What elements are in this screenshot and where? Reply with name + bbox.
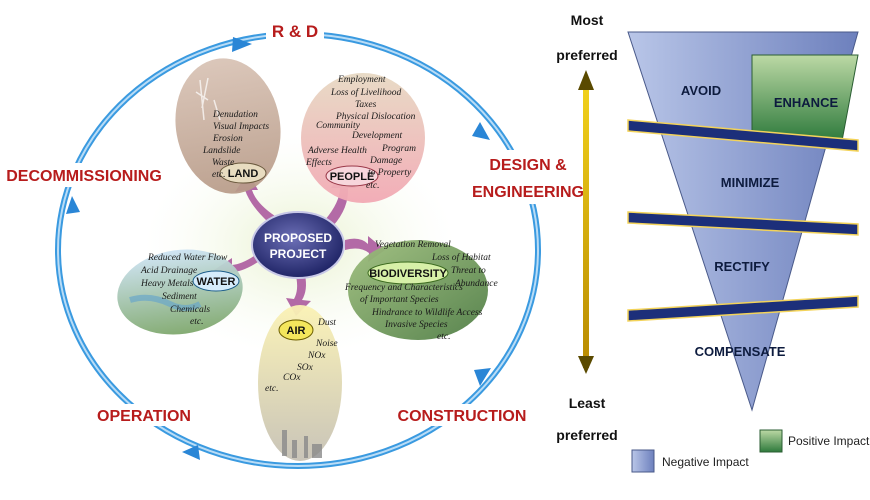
phase-operation: OPERATION xyxy=(97,408,191,425)
legend-negative-swatch xyxy=(631,449,655,473)
people-label-pill xyxy=(325,165,379,187)
phase-bg xyxy=(480,150,576,204)
most-preferred-line2: preferred xyxy=(556,47,617,63)
water-impact: Reduced Water Flow xyxy=(147,253,228,263)
water-label-pill xyxy=(192,270,240,292)
hierarchy-bars xyxy=(627,119,859,322)
land-impact: etc. xyxy=(212,170,225,180)
center-label-line1: PROPOSED xyxy=(264,231,332,245)
legend: Negative Impact Positive Impact xyxy=(631,429,870,473)
biodiversity-impact: Loss of Habitat xyxy=(431,252,491,263)
people-impact: Effects xyxy=(305,157,332,168)
air-impact: SOx xyxy=(297,363,314,373)
biodiversity-impact: Abundance xyxy=(454,279,498,289)
land-impact: Waste xyxy=(212,158,234,168)
water-impact: Heavy Metals xyxy=(140,279,194,289)
people-label: PEOPLE xyxy=(330,171,375,183)
water-impact: Chemicals xyxy=(170,305,210,315)
air-impact: COx xyxy=(283,373,301,383)
air-label-pill xyxy=(278,319,314,341)
water-bubble: WATER Reduced Water Flow Acid Drainage H… xyxy=(117,249,243,335)
people-impact: to Property xyxy=(368,168,412,178)
people-impact: Adverse Health xyxy=(307,146,367,156)
phase-design: DESIGN & xyxy=(489,157,567,174)
cycle-arrow-icon xyxy=(474,368,491,386)
water-label: WATER xyxy=(197,276,236,288)
phase-bg xyxy=(395,404,529,426)
level-minimize: MINIMIZE xyxy=(721,175,780,190)
air-impact: NOx xyxy=(307,351,326,361)
land-impact: Erosion xyxy=(212,134,243,144)
center-label-line2: PROJECT xyxy=(270,247,327,261)
level-avoid: AVOID xyxy=(681,83,721,98)
biodiversity-impact: of Important Species xyxy=(360,294,439,305)
phase-decommissioning: DECOMMISSIONING xyxy=(6,168,162,185)
biodiversity-label: BIODIVERSITY xyxy=(369,268,447,280)
people-impact: Program xyxy=(381,144,416,154)
water-impact: Sediment xyxy=(162,292,197,302)
water-impact: Acid Drainage xyxy=(140,266,197,276)
land-impact: Landslide xyxy=(202,146,240,156)
biodiversity-impact: Vegetation Removal xyxy=(375,240,451,250)
proposed-project-node xyxy=(251,211,345,279)
biodiversity-impact: Frequency and Characteristics xyxy=(344,283,463,293)
phase-bg xyxy=(0,163,170,187)
people-impact: etc. xyxy=(366,181,379,191)
divider-bar xyxy=(627,119,859,152)
legend-negative-label: Negative Impact xyxy=(662,455,749,469)
people-impact: Community xyxy=(316,121,361,131)
people-bubble: PEOPLE Employment Loss of Livelihood Tax… xyxy=(301,73,425,203)
land-label-pill xyxy=(219,162,267,184)
mitigation-hierarchy: Most preferred Least preferred AVOID ENH… xyxy=(556,12,870,473)
air-bubble: AIR Dust Noise NOx SOx COx etc. xyxy=(258,305,342,461)
level-enhance: ENHANCE xyxy=(774,95,839,110)
legend-positive-swatch xyxy=(759,429,783,453)
people-impact: Physical Dislocation xyxy=(335,112,416,122)
factory-icon xyxy=(282,430,322,458)
land-impact: Denudation xyxy=(212,110,258,120)
cycle-arrow-icon xyxy=(232,37,252,52)
biodiversity-bubble: BIODIVERSITY Vegetation Removal Loss of … xyxy=(344,240,498,342)
people-impact: Taxes xyxy=(355,100,377,110)
biodiversity-impact: Threat to xyxy=(451,266,486,276)
cycle-arrow-icon xyxy=(66,196,80,214)
air-impact: Noise xyxy=(315,339,338,349)
least-preferred-line1: Least xyxy=(569,395,606,411)
biodiversity-impact: Hindrance to Wildlife Access xyxy=(371,307,483,318)
people-impact: Development xyxy=(351,131,402,141)
phase-rnd: R & D xyxy=(272,22,318,41)
tree-icon xyxy=(195,77,221,121)
air-label: AIR xyxy=(287,325,306,337)
people-impact: Damage xyxy=(369,156,402,166)
air-impact: etc. xyxy=(265,384,278,394)
land-label: LAND xyxy=(228,168,259,180)
project-cycle: R & D DESIGN & ENGINEERING CONSTRUCTION … xyxy=(0,20,584,469)
divider-bar xyxy=(627,295,859,322)
phase-bg xyxy=(266,20,324,40)
biodiversity-impact: etc. xyxy=(437,332,450,342)
river-icon xyxy=(129,294,202,311)
divider-bar xyxy=(627,211,859,236)
people-impact: Employment xyxy=(337,75,386,85)
phase-engineering: ENGINEERING xyxy=(472,184,584,201)
preference-arrow-icon xyxy=(578,70,594,374)
people-impact: Loss of Livelihood xyxy=(330,87,401,98)
level-rectify: RECTIFY xyxy=(714,259,770,274)
least-preferred-line2: preferred xyxy=(556,427,617,443)
air-impact: Dust xyxy=(317,318,336,328)
land-impact: Visual Impacts xyxy=(213,122,269,132)
biodiversity-impact: Invasive Species xyxy=(384,320,448,330)
most-preferred-line1: Most xyxy=(571,12,604,28)
land-bubble: LAND Denudation Visual Impacts Erosion L… xyxy=(175,58,281,194)
cycle-arrow-icon xyxy=(472,122,490,140)
phase-bg xyxy=(92,404,196,426)
water-impact: etc. xyxy=(190,317,203,327)
cycle-arrow-icon xyxy=(182,445,200,460)
biodiversity-label-pill xyxy=(367,261,449,285)
legend-positive-label: Positive Impact xyxy=(788,434,870,448)
level-compensate: COMPENSATE xyxy=(695,344,786,359)
phase-construction: CONSTRUCTION xyxy=(398,408,527,425)
